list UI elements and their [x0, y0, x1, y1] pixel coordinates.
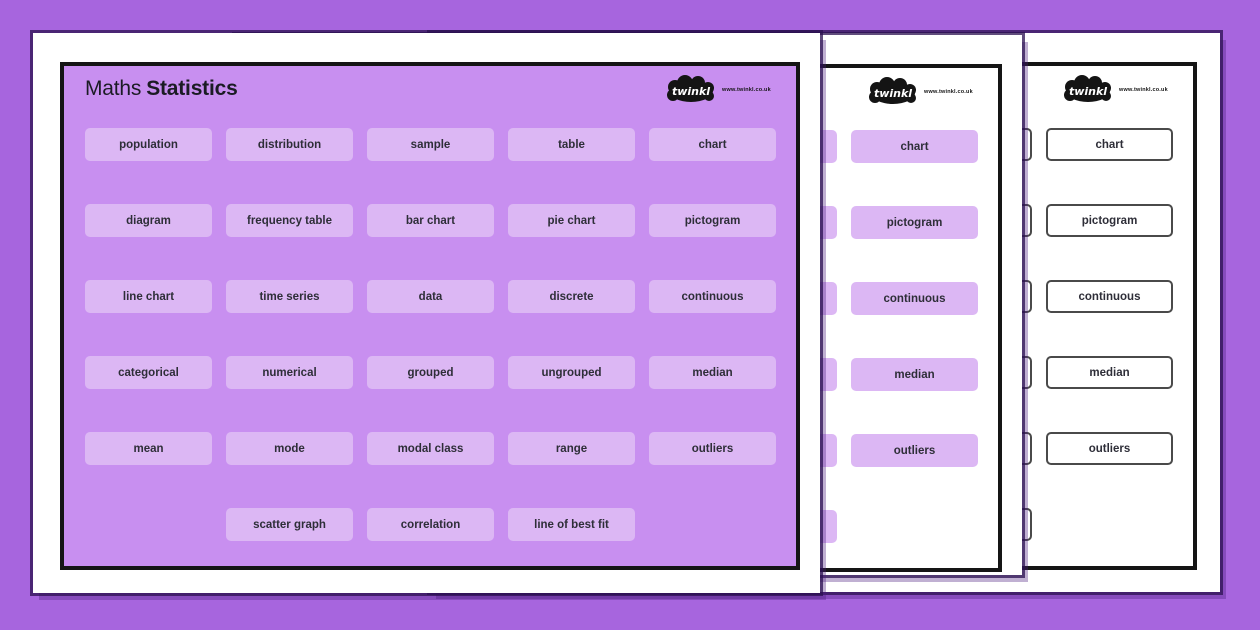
word-card: pie chart: [508, 204, 635, 237]
word-card: correlation: [367, 508, 494, 541]
word-card: chart: [649, 128, 776, 161]
word-card: categorical: [85, 356, 212, 389]
word-card: continuous: [1046, 280, 1173, 313]
twinkl-logo: twinkl www.twinkl.co.uk: [867, 77, 973, 107]
twinkl-cloud-icon: twinkl: [667, 75, 714, 102]
card-row: diagram frequency table bar chart pie ch…: [85, 204, 776, 237]
twinkl-url-text: www.twinkl.co.uk: [1119, 87, 1168, 93]
word-card: time series: [226, 280, 353, 313]
word-card: continuous: [649, 280, 776, 313]
card-row: line chart time series data discrete con…: [85, 280, 776, 313]
card-row: mean mode modal class range outliers: [85, 432, 776, 465]
twinkl-cloud-icon: twinkl: [1064, 75, 1111, 102]
word-card: table: [508, 128, 635, 161]
front-page-cards: population distribution sample table cha…: [85, 128, 776, 584]
word-card: data: [367, 280, 494, 313]
word-card: frequency table: [226, 204, 353, 237]
word-card: line of best fit: [508, 508, 635, 541]
word-card: diagram: [85, 204, 212, 237]
word-card: sample: [367, 128, 494, 161]
card-row: categorical numerical grouped ungrouped …: [85, 356, 776, 389]
twinkl-logo: twinkl www.twinkl.co.uk: [665, 75, 771, 105]
word-card: median: [1046, 356, 1173, 389]
word-card: outliers: [1046, 432, 1173, 465]
twinkl-logo-text: twinkl: [672, 85, 710, 98]
word-card: median: [649, 356, 776, 389]
word-card: chart: [1046, 128, 1173, 161]
word-card: pictogram: [649, 204, 776, 237]
word-card: ungrouped: [508, 356, 635, 389]
word-card: modal class: [367, 432, 494, 465]
word-card: scatter graph: [226, 508, 353, 541]
word-card: mode: [226, 432, 353, 465]
twinkl-logo: twinkl www.twinkl.co.uk: [1062, 75, 1168, 105]
twinkl-url-text: www.twinkl.co.uk: [722, 87, 771, 93]
twinkl-url-text: www.twinkl.co.uk: [924, 89, 973, 95]
title-regular-part: Maths: [85, 77, 142, 100]
word-card: range: [508, 432, 635, 465]
word-card: discrete: [508, 280, 635, 313]
twinkl-cloud-icon: twinkl: [869, 77, 916, 104]
word-card: median: [851, 358, 978, 391]
word-card: chart: [851, 130, 978, 163]
card-row: scatter graph correlation line of best f…: [226, 508, 776, 541]
word-card: grouped: [367, 356, 494, 389]
card-row: population distribution sample table cha…: [85, 128, 776, 161]
word-card: bar chart: [367, 204, 494, 237]
word-card: pictogram: [851, 206, 978, 239]
word-card: numerical: [226, 356, 353, 389]
word-card: population: [85, 128, 212, 161]
word-card: continuous: [851, 282, 978, 315]
twinkl-logo-text: twinkl: [1069, 85, 1107, 98]
word-card: distribution: [226, 128, 353, 161]
twinkl-logo-text: twinkl: [874, 87, 912, 100]
word-card: outliers: [851, 434, 978, 467]
word-card: outliers: [649, 432, 776, 465]
word-card: line chart: [85, 280, 212, 313]
word-card: pictogram: [1046, 204, 1173, 237]
word-card: mean: [85, 432, 212, 465]
title-bold-part: Statistics: [146, 77, 238, 100]
